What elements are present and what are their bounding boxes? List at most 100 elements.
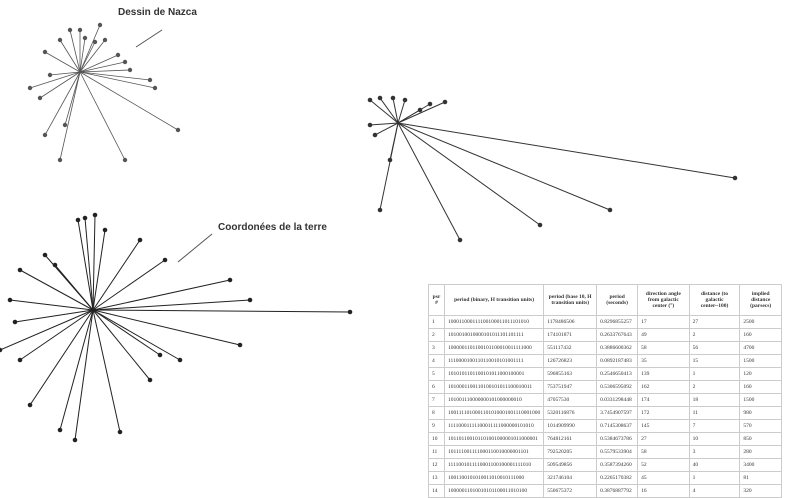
ray-dot xyxy=(0,347,3,353)
ray-dot xyxy=(62,122,68,128)
column-header: period (binary, H transition units) xyxy=(443,284,545,316)
ray-line xyxy=(59,39,81,73)
table-cell: 4 xyxy=(428,354,445,368)
ray-dot xyxy=(7,297,13,303)
ray-line xyxy=(0,309,94,351)
ray-dot xyxy=(82,35,88,41)
ray-dot xyxy=(102,37,108,43)
table-cell: 10 xyxy=(688,432,741,446)
table-cell: 3.7454907597 xyxy=(596,406,639,420)
table-cell: 14 xyxy=(428,484,445,498)
table-cell: 1014909990 xyxy=(543,419,598,433)
table-cell: 0.5579533904 xyxy=(596,445,639,459)
ray-line xyxy=(397,122,736,179)
table-cell: 120 xyxy=(739,367,782,381)
ray-dot xyxy=(367,97,373,103)
table-cell: 1110000100110110010101001111 xyxy=(443,354,545,368)
ray-dot xyxy=(402,97,408,103)
table-cell: 0.7145308637 xyxy=(596,419,639,433)
ray-dot xyxy=(97,22,103,28)
ray-line xyxy=(92,214,96,311)
ray-dot xyxy=(92,212,98,218)
ray-line xyxy=(392,97,399,124)
ray-dot xyxy=(127,67,133,73)
table-cell: 0.5306595092 xyxy=(596,380,639,394)
ray-dot xyxy=(177,357,183,363)
table-cell: 1001100101010011010010111000 xyxy=(443,471,545,485)
ray-dot xyxy=(115,52,121,58)
column-header: period (seconds) xyxy=(596,284,639,316)
table-cell: 5320116876 xyxy=(543,406,598,420)
ray-line xyxy=(92,309,161,356)
table-cell: 1001111010001101010001001110001000 xyxy=(443,406,545,420)
ray-line xyxy=(29,309,94,406)
table-cell: 0.3587394260 xyxy=(596,458,639,472)
ray-line xyxy=(49,71,81,76)
ray-line xyxy=(54,264,94,311)
table-cell: 40 xyxy=(688,458,741,472)
table-cell: 321746104 xyxy=(543,471,598,485)
table-cell: 1 xyxy=(688,471,741,485)
table-cell: 27 xyxy=(688,315,741,329)
table-cell: 2 xyxy=(428,328,445,342)
ray-dot xyxy=(347,309,353,315)
table-cell: 27 xyxy=(637,432,690,446)
ray-line xyxy=(77,219,94,311)
ray-dot xyxy=(237,342,243,348)
table-cell: 2 xyxy=(688,328,741,342)
table-cell: 792520205 xyxy=(543,445,598,459)
table-cell: 0.2546650413 xyxy=(596,367,639,381)
ray-line xyxy=(92,309,181,361)
ray-line xyxy=(64,71,81,126)
table-cell: 1178486506 xyxy=(543,315,598,329)
ray-line xyxy=(79,54,119,73)
ray-dot xyxy=(77,27,83,33)
table-cell: 1010101101100101011000100001 xyxy=(443,367,545,381)
ray-line xyxy=(44,71,81,136)
table-cell: 0.0331298448 xyxy=(596,393,639,407)
ray-dot xyxy=(147,77,153,83)
pulsar-drawings xyxy=(0,22,738,443)
ray-line xyxy=(79,71,179,131)
table-cell: 174101871 xyxy=(543,328,598,342)
table-cell: 764812161 xyxy=(543,432,598,446)
ray-dot xyxy=(117,429,123,435)
table-cell: 2 xyxy=(688,380,741,394)
ray-line xyxy=(19,309,94,361)
table-cell: 160 xyxy=(739,380,782,394)
table-cell: 596855163 xyxy=(543,367,598,381)
ray-dot xyxy=(372,132,378,138)
ray-dot xyxy=(12,319,18,325)
ray-line xyxy=(92,279,231,311)
pointer-line xyxy=(177,233,213,263)
ray-dot xyxy=(122,157,128,163)
ray-line xyxy=(79,61,126,73)
ray-dot xyxy=(27,402,33,408)
ray-line xyxy=(397,122,461,241)
table-cell: 1000001101100101100010011111000 xyxy=(443,341,545,355)
ray-dot xyxy=(52,262,58,268)
ray-line xyxy=(92,309,241,346)
ray-line xyxy=(397,101,446,124)
ray-dot xyxy=(57,157,63,163)
table-cell: 1500 xyxy=(739,354,782,368)
table-cell: 0.0892187483 xyxy=(596,354,639,368)
table-cell: 1010010010000101011101101111 xyxy=(443,328,545,342)
table-cell: 3 xyxy=(688,445,741,459)
ray-line xyxy=(59,309,94,431)
table-cell: 980 xyxy=(739,406,782,420)
table-cell: 509549856 xyxy=(543,458,598,472)
table-cell: 7 xyxy=(428,393,445,407)
pulsar-map-drawing xyxy=(367,95,738,243)
nazca-title: Dessin de Nazca xyxy=(118,7,197,18)
ray-dot xyxy=(137,237,143,243)
ray-dot xyxy=(457,237,463,243)
ray-line xyxy=(92,309,351,313)
ray-line xyxy=(39,71,81,99)
